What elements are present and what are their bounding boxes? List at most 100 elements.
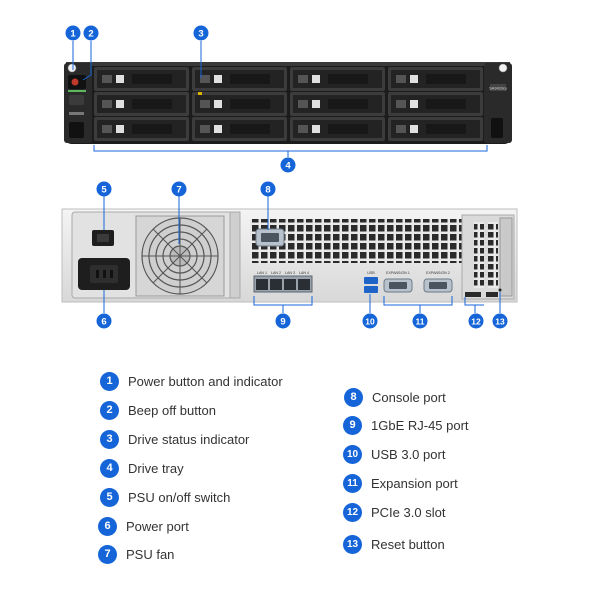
front-right-ear: SA3410rp [484,63,512,143]
callout-3: 3 [193,25,209,41]
svg-text:6: 6 [101,317,106,328]
legend-label: PCIe 3.0 slot [371,504,446,520]
lan-1-label: LAN 1 [257,271,267,275]
legend-item-beep-off: 2 Beep off button [100,400,216,420]
legend-label: USB 3.0 port [371,446,446,462]
drive-tray [94,67,189,91]
drive-tray [388,117,483,141]
legend-number: 13 [343,534,362,554]
svg-text:7: 7 [176,185,181,196]
legend-label: Beep off button [128,402,216,418]
legend-item-usb-port: 10 USB 3.0 port [343,444,445,464]
legend-item-rj45-port: 9 1GbE RJ-45 port [343,415,469,435]
front-panel: SA3410rp [64,62,512,144]
lan-3-label: LAN 3 [285,271,295,275]
callout-13: 13 [492,313,508,329]
legend-label: Power button and indicator [128,373,283,389]
drive-status-led [198,92,202,95]
usb-ports: USB [364,271,378,293]
usb-label: USB [367,271,375,275]
reset-button-icon [498,288,502,292]
pcie-slot [461,214,515,300]
svg-text:5: 5 [101,185,107,196]
legend-number: 3 [100,429,119,449]
callout-4: 4 [280,157,296,173]
legend-number: 5 [100,487,119,507]
svg-text:2: 2 [88,29,93,40]
legend-number: 1 [100,371,119,391]
server-illustration: SA3410rp [61,25,518,329]
callout-8: 8 [260,181,276,197]
beep-off-button-icon [69,95,84,105]
legend-item-power-button: 1 Power button and indicator [100,371,283,391]
legend-item-drive-status: 3 Drive status indicator [100,429,249,449]
legend-item-reset-button: 13 Reset button [343,534,445,554]
svg-text:12: 12 [471,316,481,326]
legend-item-console-port: 8 Console port [344,387,446,407]
callout-11: 11 [412,313,428,329]
legend-number: 10 [343,444,362,464]
legend-label: 1GbE RJ-45 port [371,417,469,433]
drive-tray [388,92,483,116]
legend-number: 2 [100,400,119,420]
legend-label: PSU on/off switch [128,489,231,505]
legend-label: Console port [372,389,446,405]
console-port [255,228,285,247]
legend-item-drive-tray: 4 Drive tray [100,458,184,478]
svg-text:11: 11 [416,316,425,326]
legend-number: 9 [343,415,362,435]
callout-7: 7 [171,181,187,197]
legend-number: 6 [98,516,117,536]
legend-item-power-port: 6 Power port [98,516,189,536]
legend-number: 8 [344,387,363,407]
power-button-icon [71,78,79,86]
drive-tray [94,92,189,116]
legend-label: Power port [126,518,189,534]
legend-label: Reset button [371,536,445,552]
psu-fan-icon [135,215,225,297]
drive-tray [94,117,189,141]
drive-tray [290,117,385,141]
callout-6: 6 [96,313,112,329]
svg-text:4: 4 [285,161,291,172]
drive-tray [192,92,287,116]
front-leader-lines [72,41,488,157]
svg-text:9: 9 [280,317,285,328]
legend-number: 7 [98,544,117,564]
front-model-text: SA3410rp [489,86,508,91]
rear-leader-lines [103,196,501,313]
legend-label: PSU fan [126,546,175,562]
lan-4-label: LAN 4 [299,271,309,275]
legend-item-expansion-port: 11 Expansion port [343,473,458,493]
svg-text:8: 8 [265,185,270,196]
callout-1: 1 [65,25,81,41]
expansion-2-label: EXPANSION 2 [426,271,450,275]
svg-text:13: 13 [495,316,505,326]
front-left-ear [64,63,92,143]
legend-label: Expansion port [371,475,458,491]
legend-item-psu-switch: 5 PSU on/off switch [100,487,230,507]
svg-text:10: 10 [365,316,375,326]
drive-tray [290,67,385,91]
callout-5: 5 [96,181,112,197]
callout-10: 10 [362,313,378,329]
svg-text:1: 1 [70,29,76,40]
psu-module [71,211,241,299]
lan-ports: LAN 1 LAN 2 LAN 3 LAN 4 [253,271,313,293]
legend-label: Drive status indicator [128,431,250,447]
legend-number: 11 [343,473,362,493]
callout-9: 9 [275,313,291,329]
legend-item-pcie-slot: 12 PCIe 3.0 slot [343,502,445,522]
callout-2: 2 [83,25,99,41]
rear-panel: LAN 1 LAN 2 LAN 3 LAN 4 USB EXPANSION 1 … [61,208,518,303]
drive-tray [192,117,287,141]
expansion-1-label: EXPANSION 1 [386,271,410,275]
drive-tray [290,92,385,116]
callout-badges: 1 2 3 4 5 6 7 8 9 10 11 12 13 [65,25,508,329]
legend-item-psu-fan: 7 PSU fan [98,544,174,564]
drive-bays [94,67,483,141]
legend-label: Drive tray [128,460,184,476]
svg-text:3: 3 [198,29,203,40]
drive-tray [388,67,483,91]
